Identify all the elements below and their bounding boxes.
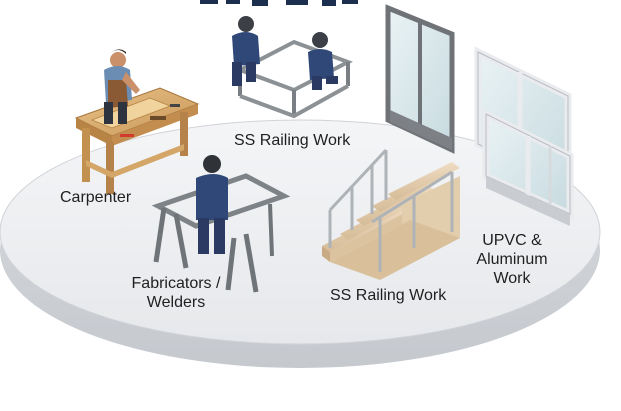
ss-railing-bottom-label: SS Railing Work	[330, 287, 447, 304]
upvc-aluminum-label: UPVC & Aluminum Work	[476, 232, 548, 287]
cut-off-title-glyphs	[200, 0, 358, 6]
platform-disc	[0, 119, 601, 368]
ss-railing-staircase-illustration	[322, 148, 460, 280]
fabricator-welder-illustration	[151, 155, 291, 293]
fabricators-welders-label: Fabricators / Welders	[131, 275, 221, 311]
ss-railing-top-illustration	[232, 16, 353, 119]
glass-sliding-door-illustration	[385, 4, 455, 154]
carpenter-label: Carpenter	[60, 189, 132, 206]
carpenter-illustration	[74, 49, 200, 194]
upvc-window-illustration	[474, 46, 574, 226]
ss-railing-top-label: SS Railing Work	[234, 132, 351, 149]
